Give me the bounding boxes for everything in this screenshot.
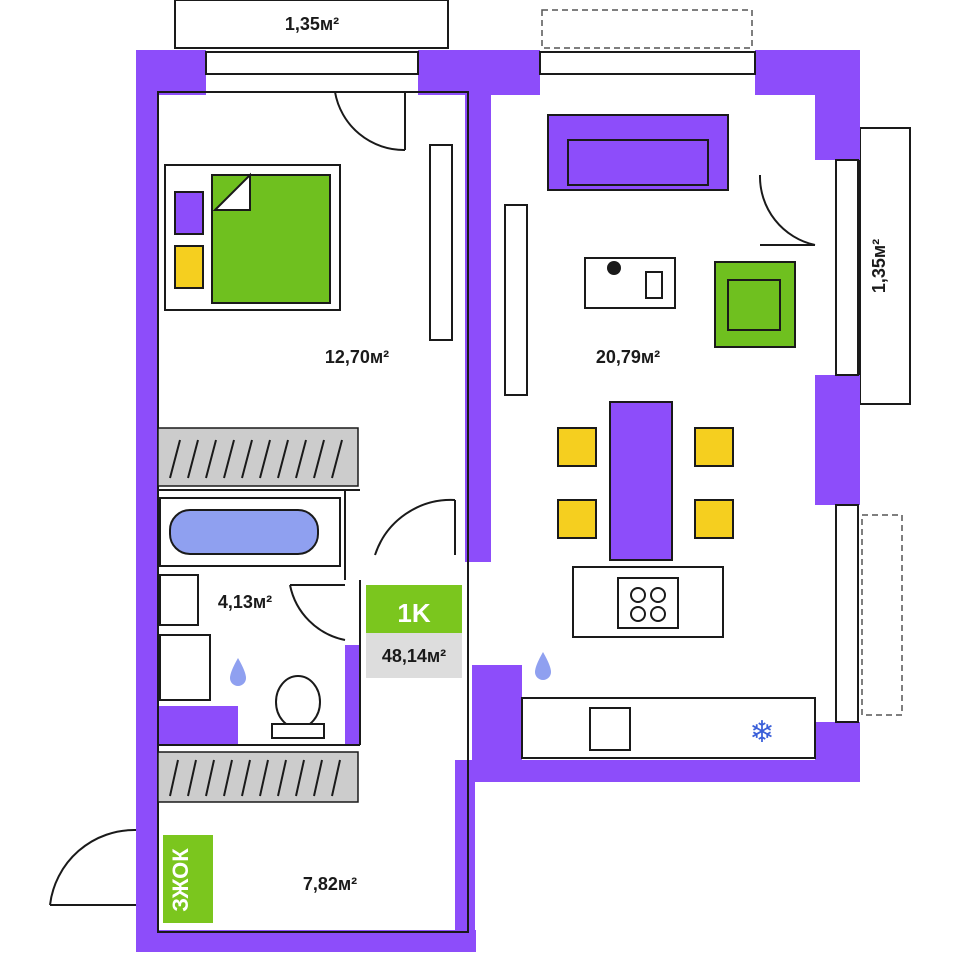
area-bathroom: 4,13м² bbox=[218, 592, 272, 612]
partitions bbox=[157, 91, 469, 933]
sofa bbox=[547, 114, 729, 191]
toilet bbox=[271, 675, 325, 739]
dining-chairs bbox=[557, 427, 734, 539]
area-balcony-right: 1,35м² bbox=[869, 239, 889, 293]
windows bbox=[205, 51, 859, 723]
washing-machine bbox=[159, 634, 211, 701]
balcony-right bbox=[859, 127, 911, 405]
balcony-dashed-right bbox=[861, 514, 903, 716]
bed bbox=[164, 164, 341, 311]
wardrobe-hallway bbox=[157, 751, 359, 803]
area-living-kitchen: 20,79м² bbox=[596, 347, 660, 367]
area-hallway: 7,82м² bbox=[303, 874, 357, 894]
armchair bbox=[714, 261, 796, 348]
unit-badge: 1K 48,14м² bbox=[366, 585, 462, 678]
balcony-dashed-top bbox=[541, 9, 753, 49]
wardrobe-bedroom bbox=[157, 427, 359, 487]
area-bedroom: 12,70м² bbox=[325, 347, 389, 367]
brand-logo: ЗЖОК bbox=[163, 835, 213, 923]
water-drop-icon bbox=[230, 658, 246, 686]
doors bbox=[49, 91, 816, 906]
area-balcony-top: 1,35м² bbox=[285, 14, 339, 34]
bathtub bbox=[159, 497, 341, 567]
brand-logo-text: ЗЖОК bbox=[168, 848, 193, 912]
bathroom-sink bbox=[159, 574, 199, 626]
tv-panel-living bbox=[504, 204, 528, 396]
water-drop-icon-kitchen bbox=[535, 652, 551, 680]
coffee-table bbox=[584, 257, 676, 309]
unit-type-label: 1K bbox=[397, 598, 430, 628]
dining-table bbox=[609, 401, 673, 561]
total-area-label: 48,14м² bbox=[382, 646, 446, 666]
kitchen-counter bbox=[521, 697, 816, 759]
kitchen-island bbox=[572, 566, 724, 638]
snowflake-icon: ❄ bbox=[749, 715, 774, 750]
walls bbox=[136, 50, 860, 952]
balcony-top bbox=[174, 0, 449, 49]
tv-panel-bedroom bbox=[429, 144, 453, 341]
